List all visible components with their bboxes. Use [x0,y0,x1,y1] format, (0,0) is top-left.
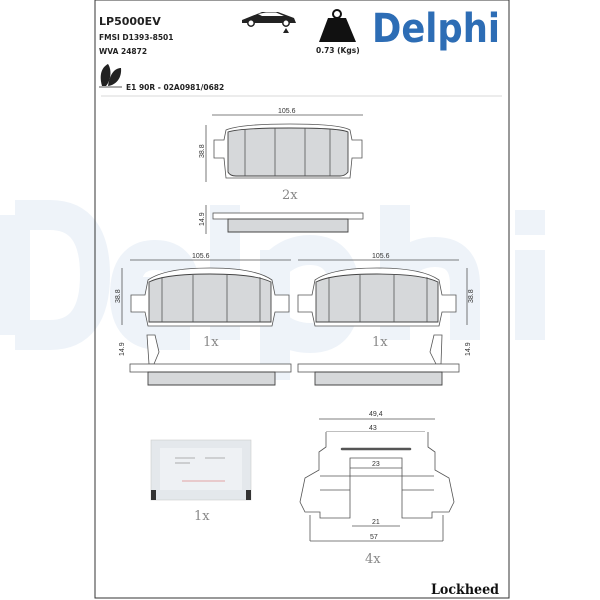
left-pad-width: 105.6 [192,253,210,260]
right-pad-drawing: 105.6 38.8 1x 14.9 [297,253,475,386]
clip-center-bottom: 21 [372,519,380,526]
right-pad-width: 105.6 [372,253,390,260]
clip-center-top: 23 [372,461,380,468]
weight-value: 0.73 (Kgs) [316,46,360,55]
clip-drawing: 49,4 43 23 21 57 4x [299,411,455,567]
part-number: LP5000EV [99,15,161,28]
left-pad-quantity: 1x [203,335,219,350]
left-pad-drawing: 105.6 38.8 1x 14.9 [115,253,292,386]
top-pad-width: 105.6 [278,108,296,115]
fmsi-code: FMSI D1393-8501 [99,33,173,42]
wva-code: WVA 24872 [99,47,147,56]
right-pad-thickness: 14.9 [465,342,472,356]
top-pad-height: 38.8 [199,144,206,158]
clip-outer-top: 49,4 [369,411,383,418]
sheet-frame [94,0,510,599]
lockheed-logo: Lockheed [431,582,499,598]
car-rear-axle-icon [242,12,296,33]
clip-quantity: 4x [365,552,381,567]
delphi-logo: Delphi [372,6,500,52]
right-pad-quantity: 1x [372,335,388,350]
right-pad-height: 38.8 [468,289,475,303]
top-pad-thickness: 14.9 [199,212,206,226]
weight-icon [319,9,356,42]
left-pad-thickness: 14.9 [119,342,126,356]
top-pad-quantity: 2x [282,188,298,203]
clip-bottom: 57 [370,534,378,541]
eco-leaf-icon [99,64,122,88]
clip-inner-top: 43 [369,425,377,432]
top-pad-drawing: 105.6 38.8 2x 14.9 [199,108,364,234]
sachet-quantity: 1x [194,509,210,524]
left-pad-height: 38.8 [115,289,122,303]
grease-sachet: 1x [150,439,252,524]
approval-code: E1 90R - 02A0981/0682 [126,83,224,92]
